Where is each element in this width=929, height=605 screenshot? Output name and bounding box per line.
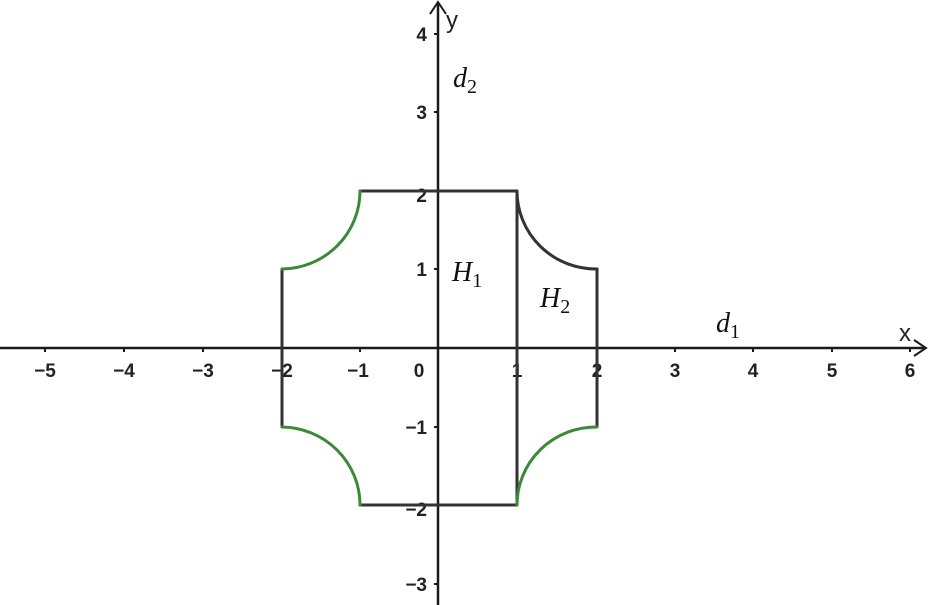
x-tick-labels: −5 −4 −3 −2 −1 0 1 2 3 4 5 6 xyxy=(34,361,915,382)
label-h2: H2 xyxy=(539,283,570,318)
x-tick-label: −3 xyxy=(192,361,214,382)
x-tick-label: 6 xyxy=(905,361,916,382)
green-arcs xyxy=(280,189,599,507)
x-tick-label: −4 xyxy=(113,361,135,382)
x-axis-arrow-icon xyxy=(913,339,928,357)
y-tick-label: 2 xyxy=(416,186,427,207)
label-d1: d1 xyxy=(716,308,740,343)
y-tick-label: −2 xyxy=(405,500,427,521)
label-d2: d2 xyxy=(453,63,477,98)
y-axis-label: y xyxy=(446,7,458,34)
y-tick-label: 4 xyxy=(416,25,427,46)
x-tick-label: 5 xyxy=(827,361,838,382)
x-tick-label: 3 xyxy=(670,361,681,382)
x-tick-label: −1 xyxy=(347,361,369,382)
y-axis-arrow-icon xyxy=(429,0,447,15)
label-h1: H1 xyxy=(451,257,482,292)
region-outline xyxy=(280,189,599,507)
arc-top-left xyxy=(280,189,362,271)
x-tick-label: 4 xyxy=(748,361,759,382)
x-tick-label: 0 xyxy=(414,361,425,382)
arc-top-right xyxy=(515,189,599,271)
x-tick-label: −5 xyxy=(34,361,56,382)
x-axis-label: x xyxy=(899,320,911,347)
y-tick-label: 1 xyxy=(416,260,427,281)
y-tick-label: −3 xyxy=(405,575,427,596)
y-tick-labels: 4 3 2 1 −1 −2 −3 xyxy=(405,25,427,596)
y-tick-label: 3 xyxy=(416,103,427,124)
arc-bottom-right xyxy=(515,425,599,507)
y-tick-label: −1 xyxy=(405,418,427,439)
arc-bottom-left xyxy=(280,425,362,507)
